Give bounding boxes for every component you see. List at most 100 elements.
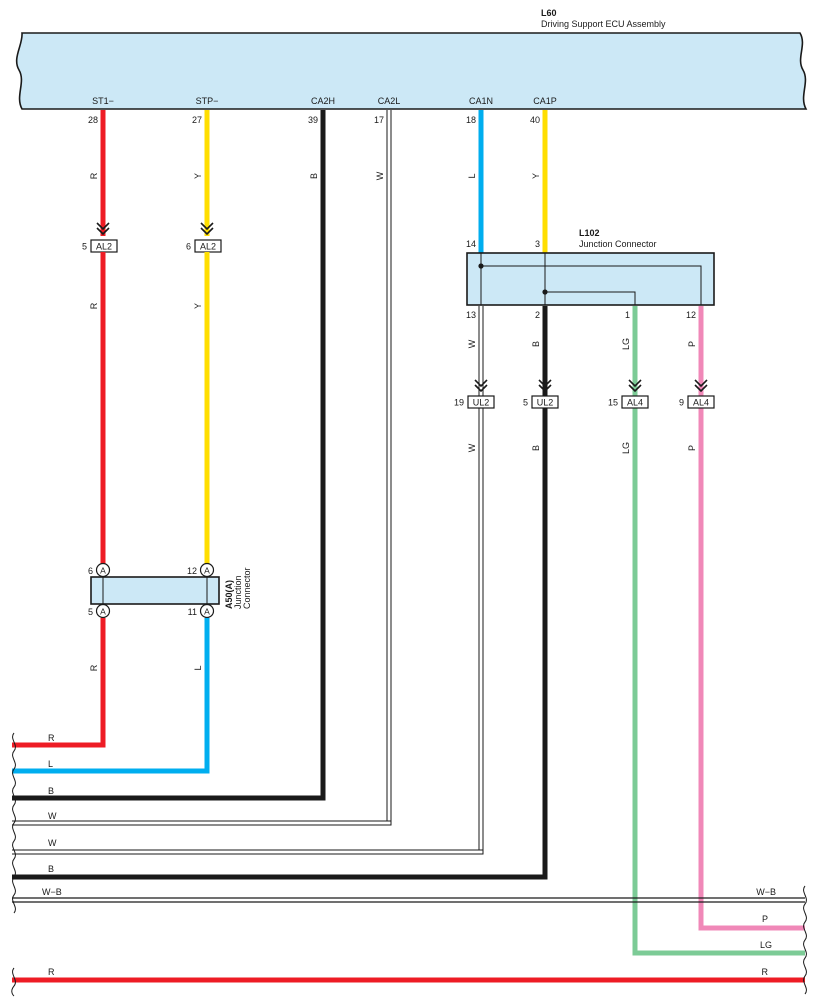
ecu-pin-num-40: 40: [530, 115, 540, 125]
ecu-pin-num-17: 17: [374, 115, 384, 125]
jc-a50-id: A50(A): [224, 580, 234, 609]
right-label-r: R: [762, 967, 769, 977]
color-label-r-mid: R: [89, 302, 99, 309]
ul2-w-pin: 19: [454, 398, 464, 408]
ecu-id: L60: [541, 8, 557, 18]
color-label-w-ca2l: W: [375, 171, 385, 180]
right-break-mark: [803, 885, 807, 995]
jc-a50-label: A50(A) Junction Connector: [224, 567, 252, 609]
jc-a50-name-line1: Junction: [233, 575, 243, 609]
ul2-b-name: UL2: [537, 398, 554, 408]
ecu-pin-num-18: 18: [466, 115, 476, 125]
jc-a50-pin-6: 6: [88, 566, 93, 576]
right-label-lg: LG: [760, 940, 772, 950]
chevron-down-icon: [200, 222, 214, 236]
ecu-pin-num-27: 27: [192, 115, 202, 125]
color-label-y-ca1p: Y: [531, 173, 541, 179]
jc-a50-box: [90, 576, 220, 605]
ecu-pin-label-ca1p: CA1P: [533, 96, 557, 106]
chevron-down-icon: [628, 379, 642, 393]
ecu-pin-label-st1: ST1−: [92, 96, 114, 106]
al4-lg-tag: [621, 395, 649, 409]
jc-l102-splice-dot: [478, 263, 484, 269]
color-label-l-a50-below: L: [193, 665, 203, 670]
jc-a50-pin-letter: A: [100, 607, 106, 617]
jc-a50-pin-letter: A: [204, 607, 210, 617]
left-label-w-b: W−B: [42, 887, 62, 897]
jc-a50-pin-5: 5: [88, 607, 93, 617]
color-label-lg-al4-above: LG: [621, 338, 631, 350]
connector-al4-p: AL4 9: [679, 379, 715, 409]
ecu-pin-label-ca2h: CA2H: [311, 96, 335, 106]
left-label-b: B: [48, 786, 54, 796]
al4-p-tag: [687, 395, 715, 409]
jc-a50-pin-bottom-right: A: [199, 603, 215, 619]
ecu-pin-num-39: 39: [308, 115, 318, 125]
right-label-p: P: [762, 914, 768, 924]
ecu-box: [15, 32, 808, 110]
connector-ul2-w: UL2 19: [454, 379, 495, 409]
ul2-b-tag: [531, 395, 559, 409]
chevron-down-icon: [474, 379, 488, 393]
right-label-w-b: W−B: [756, 887, 776, 897]
color-label-p-al4-below: P: [687, 445, 697, 451]
jc-a50-pin-12: 12: [187, 566, 197, 576]
chevron-down-icon: [96, 222, 110, 236]
jc-a50-pin-11: 11: [188, 607, 197, 617]
jc-l102-id: L102: [579, 228, 600, 238]
ecu-pin-label-ca2l: CA2L: [378, 96, 401, 106]
color-label-r-top: R: [89, 172, 99, 179]
color-label-l-ca1n: L: [467, 173, 477, 178]
color-label-b-ul2-above: B: [531, 341, 541, 347]
jc-a50-pin-letter: A: [100, 566, 106, 576]
jc-a50-pin-letter: A: [204, 566, 210, 576]
al2-r-name: AL2: [96, 242, 112, 252]
ecu-pin-label-stp: STP−: [196, 96, 219, 106]
color-label-b-ul2-below: B: [531, 445, 541, 451]
left-break-mark: [11, 967, 16, 997]
al4-p-pin: 9: [679, 398, 684, 408]
color-label-p-al4-above: P: [687, 341, 697, 347]
color-label-lg-al4-below: LG: [621, 442, 631, 454]
jc-l102-name: Junction Connector: [579, 239, 657, 249]
al4-lg-pin: 15: [608, 398, 618, 408]
color-label-y-mid: Y: [193, 303, 203, 309]
connector-ul2-b: UL2 5: [523, 379, 559, 409]
ecu-name: Driving Support ECU Assembly: [541, 19, 666, 29]
left-label-b: B: [48, 864, 54, 874]
connector-al4-lg: AL4 15: [608, 379, 649, 409]
jc-l102-pin-13: 13: [466, 310, 476, 320]
wire-w-b: [12, 897, 805, 903]
jc-a50-pin-top-right: A: [199, 562, 215, 578]
left-label-r: R: [48, 967, 55, 977]
al2-r-pin: 5: [82, 242, 87, 252]
jc-l102-pin-2: 2: [535, 310, 540, 320]
jc-l102-splice-dot: [542, 289, 548, 295]
ecu-pin-label-ca1n: CA1N: [469, 96, 493, 106]
jc-l102-pin-3: 3: [535, 239, 540, 249]
connector-al2-r: AL2 5: [82, 222, 118, 253]
left-label-w: W: [48, 838, 57, 848]
wire-w-ca2l: [12, 110, 392, 826]
ul2-b-pin: 5: [523, 398, 528, 408]
color-label-b-ca2h: B: [309, 173, 319, 179]
chevron-down-icon: [538, 379, 552, 393]
chevron-down-icon: [694, 379, 708, 393]
color-label-w-ul2-below: W: [467, 443, 477, 452]
al2-y-name: AL2: [200, 242, 216, 252]
color-label-y-top: Y: [193, 173, 203, 179]
left-label-r: R: [48, 733, 55, 743]
al2-y-pin: 6: [186, 242, 191, 252]
ecu-pin-num-28: 28: [88, 115, 98, 125]
connector-al2-y: AL2 6: [186, 222, 222, 253]
jc-l102-internal: [480, 253, 702, 305]
jc-l102-pin-12: 12: [686, 310, 696, 320]
ul2-w-name: UL2: [473, 398, 490, 408]
jc-l102-pin-14: 14: [466, 239, 476, 249]
jc-a50-name-line2: Connector: [242, 567, 252, 609]
jc-l102-pin-1: 1: [625, 310, 630, 320]
color-label-w-ul2-above: W: [467, 339, 477, 348]
color-label-r-a50-below: R: [89, 664, 99, 671]
left-break-mark: [12, 732, 16, 914]
